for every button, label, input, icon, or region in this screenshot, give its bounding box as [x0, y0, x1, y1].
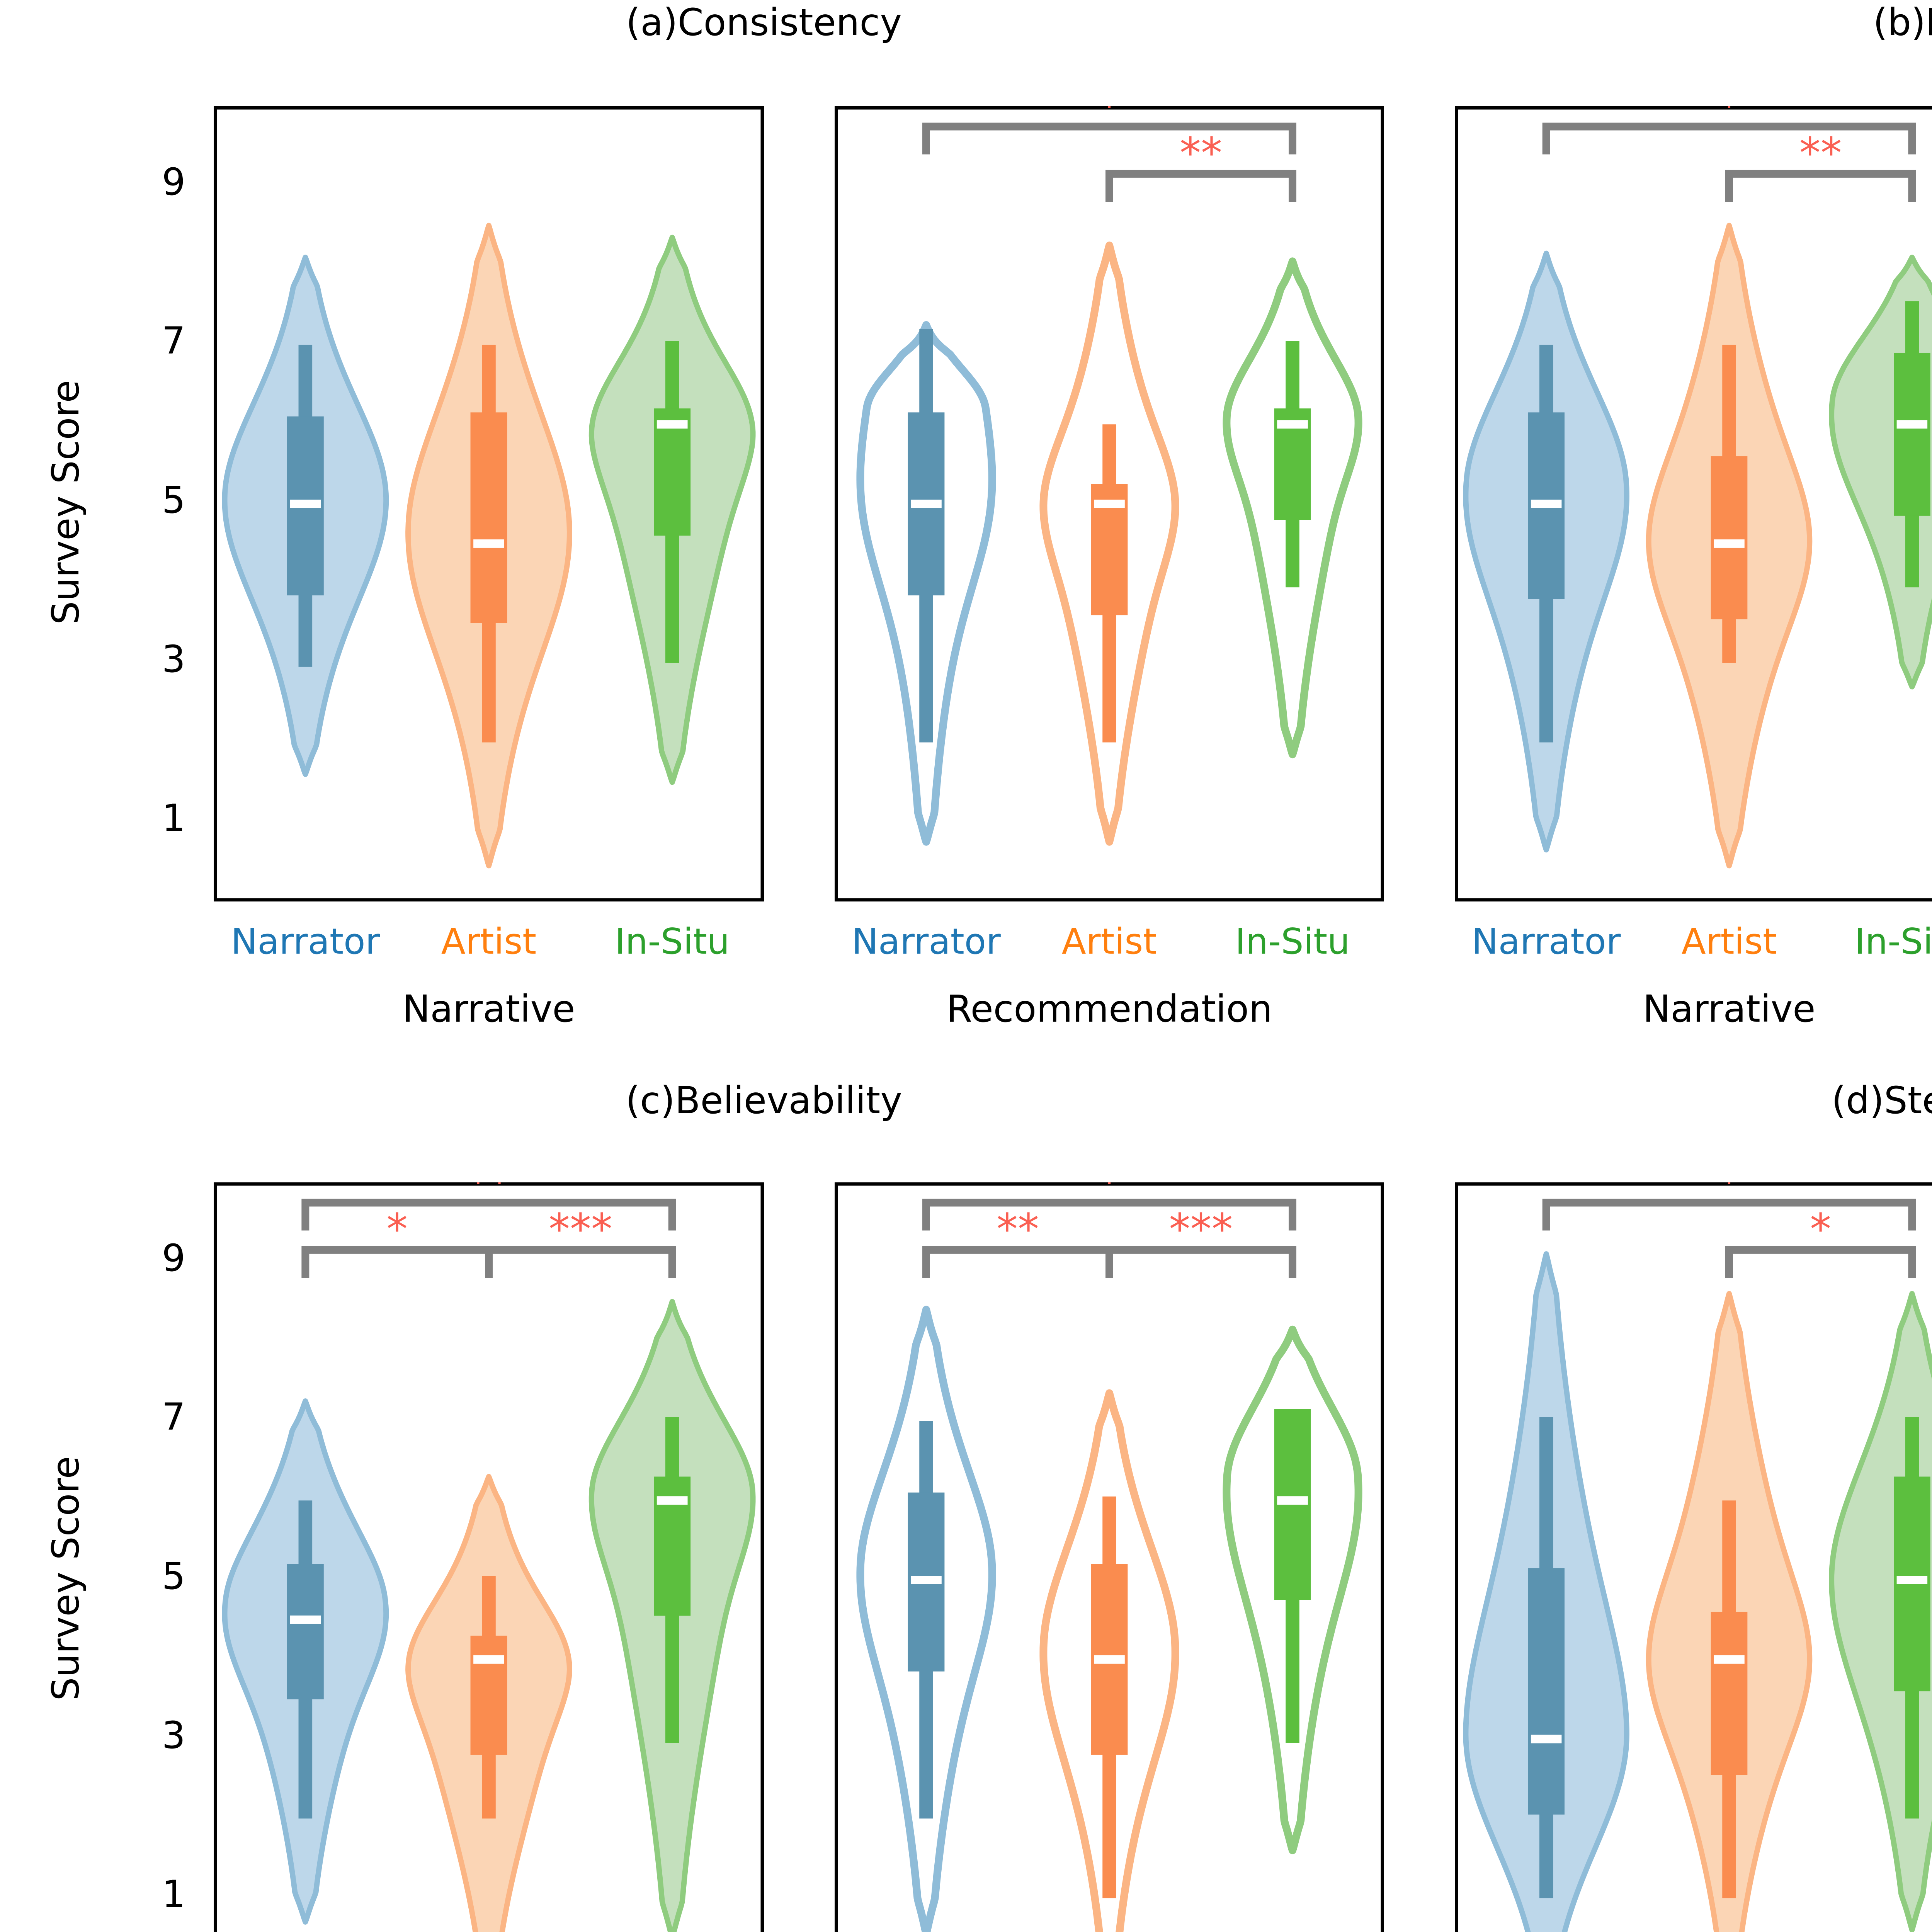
x-category-label-in-situ[interactable]: In-Situ [615, 921, 730, 962]
y-tick-label: 3 [162, 1713, 185, 1757]
subplot-d-narrative: ** [1455, 1182, 1932, 1932]
violin-artist [1039, 1389, 1179, 1932]
significance-bracket: * [301, 1204, 493, 1278]
significance-bracket: *** [485, 1204, 676, 1278]
x-category-label-narrator[interactable]: Narrator [852, 921, 1001, 962]
significance-stars: * [1719, 106, 1740, 130]
violin-narrator [856, 1306, 996, 1932]
violin-artist [1039, 242, 1179, 846]
median-marker-narrator [911, 1576, 942, 1584]
significance-bracket: * [1542, 1182, 1916, 1231]
violin-canvas: ** [1455, 1182, 1932, 1932]
subplot-c-recommendation: ****** [835, 1182, 1384, 1932]
median-marker-in-situ [1896, 1576, 1928, 1584]
significance-stars: * [1099, 1182, 1120, 1206]
significance-bracket: ** [1725, 128, 1916, 202]
median-marker-artist [1094, 1655, 1125, 1664]
x-category-label-narrator[interactable]: Narrator [231, 921, 380, 962]
y-tick-label: 7 [162, 1395, 185, 1439]
y-tick-label: 3 [162, 637, 185, 681]
panel-title-c: (c)Believability [625, 1079, 903, 1122]
y-tick-label: 9 [162, 1236, 185, 1280]
median-marker-in-situ [1277, 1496, 1308, 1505]
group-label-narrative: Narrative [1643, 987, 1816, 1031]
significance-stars: ** [1180, 128, 1222, 178]
significance-bracket: ** [1105, 128, 1296, 202]
y-axis-label: Survey Score [44, 380, 87, 625]
subplot-b-narrative: *** [1455, 106, 1932, 901]
violin-canvas: ****** [835, 1182, 1384, 1932]
significance-stars: ** [997, 1204, 1039, 1254]
median-marker-narrator [1531, 500, 1562, 508]
significance-bracket: * [922, 106, 1296, 155]
significance-bracket: *** [1105, 1204, 1296, 1278]
y-tick-label: 5 [162, 1554, 185, 1598]
significance-stars: * [1719, 1182, 1740, 1206]
subplot-c-narrative: ****** [214, 1182, 764, 1932]
group-label-narrative: Narrative [402, 987, 575, 1031]
median-marker-narrator [290, 500, 321, 508]
y-tick-label: 7 [162, 319, 185, 363]
significance-stars: *** [1169, 1204, 1233, 1254]
significance-stars: * [1810, 1204, 1831, 1254]
significance-bracket: ** [922, 1204, 1113, 1278]
significance-stars: * [1099, 106, 1120, 130]
violin-narrator [856, 321, 996, 846]
violin-in-situ [1223, 257, 1362, 759]
significance-stars: ** [1799, 128, 1842, 178]
violin-canvas: ****** [214, 1182, 764, 1932]
x-category-label-artist[interactable]: Artist [1681, 921, 1777, 962]
subplot-a-recommendation: *** [835, 106, 1384, 901]
panel-title-b: (b)Relatability [1873, 1, 1932, 44]
median-marker-narrator [1531, 1735, 1562, 1743]
y-tick-label: 5 [162, 478, 185, 522]
iqr-box-in-situ [1894, 352, 1930, 516]
panel-title-d: (d)Stereotypicality [1831, 1079, 1932, 1122]
y-tick-label: 1 [162, 796, 185, 840]
significance-bracket: ** [301, 1182, 676, 1231]
median-marker-artist [1714, 1655, 1745, 1664]
subplot-a-narrative [214, 106, 764, 901]
x-category-label-artist[interactable]: Artist [1061, 921, 1157, 962]
median-marker-in-situ [656, 1496, 688, 1505]
median-marker-in-situ [1277, 420, 1308, 429]
panel-title-a: (a)Consistency [626, 1, 902, 44]
significance-stars: *** [549, 1204, 612, 1254]
median-marker-narrator [290, 1615, 321, 1624]
violin-canvas: *** [835, 106, 1384, 901]
iqr-box-artist [470, 1636, 507, 1755]
y-tick-label: 1 [162, 1872, 185, 1916]
significance-stars: ** [468, 1182, 510, 1206]
significance-bracket: * [1542, 106, 1916, 155]
median-marker-artist [473, 1655, 504, 1664]
x-category-label-artist[interactable]: Artist [441, 921, 537, 962]
x-category-label-in-situ[interactable]: In-Situ [1235, 921, 1350, 962]
median-marker-artist [473, 539, 504, 548]
violin-canvas [214, 106, 764, 901]
axes-frame [835, 1182, 1384, 1932]
iqr-box-narrator [287, 1564, 324, 1699]
median-marker-in-situ [1896, 420, 1928, 429]
violin-canvas: *** [1455, 106, 1932, 901]
group-label-recommendation: Recommendation [946, 987, 1272, 1031]
x-category-label-in-situ[interactable]: In-Situ [1854, 921, 1932, 962]
median-marker-narrator [911, 500, 942, 508]
x-category-label-narrator[interactable]: Narrator [1471, 921, 1621, 962]
iqr-box-artist [1711, 1612, 1748, 1775]
median-marker-artist [1094, 500, 1125, 508]
iqr-box-in-situ [654, 408, 691, 536]
iqr-box-artist [1711, 456, 1748, 619]
y-axis-label: Survey Score [44, 1456, 87, 1701]
median-marker-in-situ [656, 420, 688, 429]
significance-bracket: * [1725, 1204, 1916, 1278]
y-tick-label: 9 [162, 160, 185, 204]
violin-in-situ [1223, 1325, 1362, 1854]
median-marker-artist [1714, 539, 1745, 548]
significance-bracket: * [922, 1182, 1296, 1231]
iqr-box-narrator [1528, 1568, 1565, 1815]
iqr-box-artist [470, 412, 507, 623]
significance-stars: * [386, 1204, 408, 1254]
